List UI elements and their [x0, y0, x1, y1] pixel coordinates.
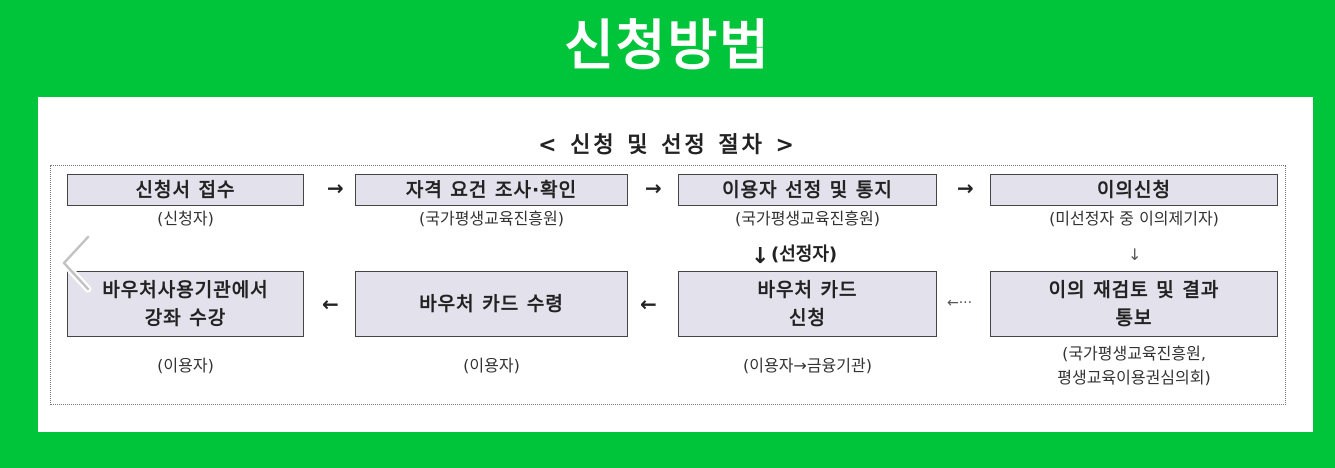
- arrow-down-objection: ↓: [1128, 245, 1142, 264]
- diagram-panel: [38, 97, 1313, 432]
- step-receive-card-box: 바우처 카드 수령: [355, 271, 628, 337]
- arrow-right-2: →: [645, 176, 662, 200]
- selected-label: (선정자): [771, 244, 838, 265]
- step-review-box: 이의 재검토 및 결과 통보: [990, 271, 1278, 337]
- step-course-actor: (이용자): [157, 356, 214, 375]
- step-objection-actor: (미선정자 중 이의제기자): [1049, 209, 1219, 228]
- step-receive-card-actor: (이용자): [463, 356, 520, 375]
- step-eligibility-actor: (국가평생교육진흥원): [419, 209, 564, 228]
- step-card-apply-box: 바우처 카드 신청: [678, 271, 937, 337]
- chevron-left-icon[interactable]: [56, 233, 96, 293]
- process-frame: [50, 165, 1286, 405]
- arrow-left-3: ←: [322, 292, 339, 316]
- step-application-box: 신청서 접수: [67, 174, 304, 206]
- page-title: 신청방법: [564, 14, 771, 77]
- arrow-right-3: →: [957, 176, 974, 200]
- step-application-actor: (신청자): [157, 209, 214, 228]
- step-selection-box: 이용자 선정 및 통지: [678, 174, 937, 206]
- step-review-actor: (국가평생교육진흥원, 평생교육이용권심의회): [1057, 344, 1211, 387]
- arrow-down-selected: ↓: [751, 244, 770, 269]
- diagram-subtitle: < 신청 및 선정 절차 >: [538, 133, 797, 158]
- step-eligibility-box: 자격 요건 조사·확인: [355, 174, 628, 206]
- arrow-right-1: →: [327, 176, 344, 200]
- step-selection-actor: (국가평생교육진흥원): [735, 209, 880, 228]
- step-objection-box: 이의신청: [990, 174, 1278, 206]
- arrow-left-dotted: ←···: [947, 295, 973, 311]
- arrow-left-2: ←: [640, 292, 657, 316]
- step-card-apply-actor: (이용자→금융기관): [743, 356, 872, 375]
- step-course-box: 바우처사용기관에서 강좌 수강: [67, 271, 304, 337]
